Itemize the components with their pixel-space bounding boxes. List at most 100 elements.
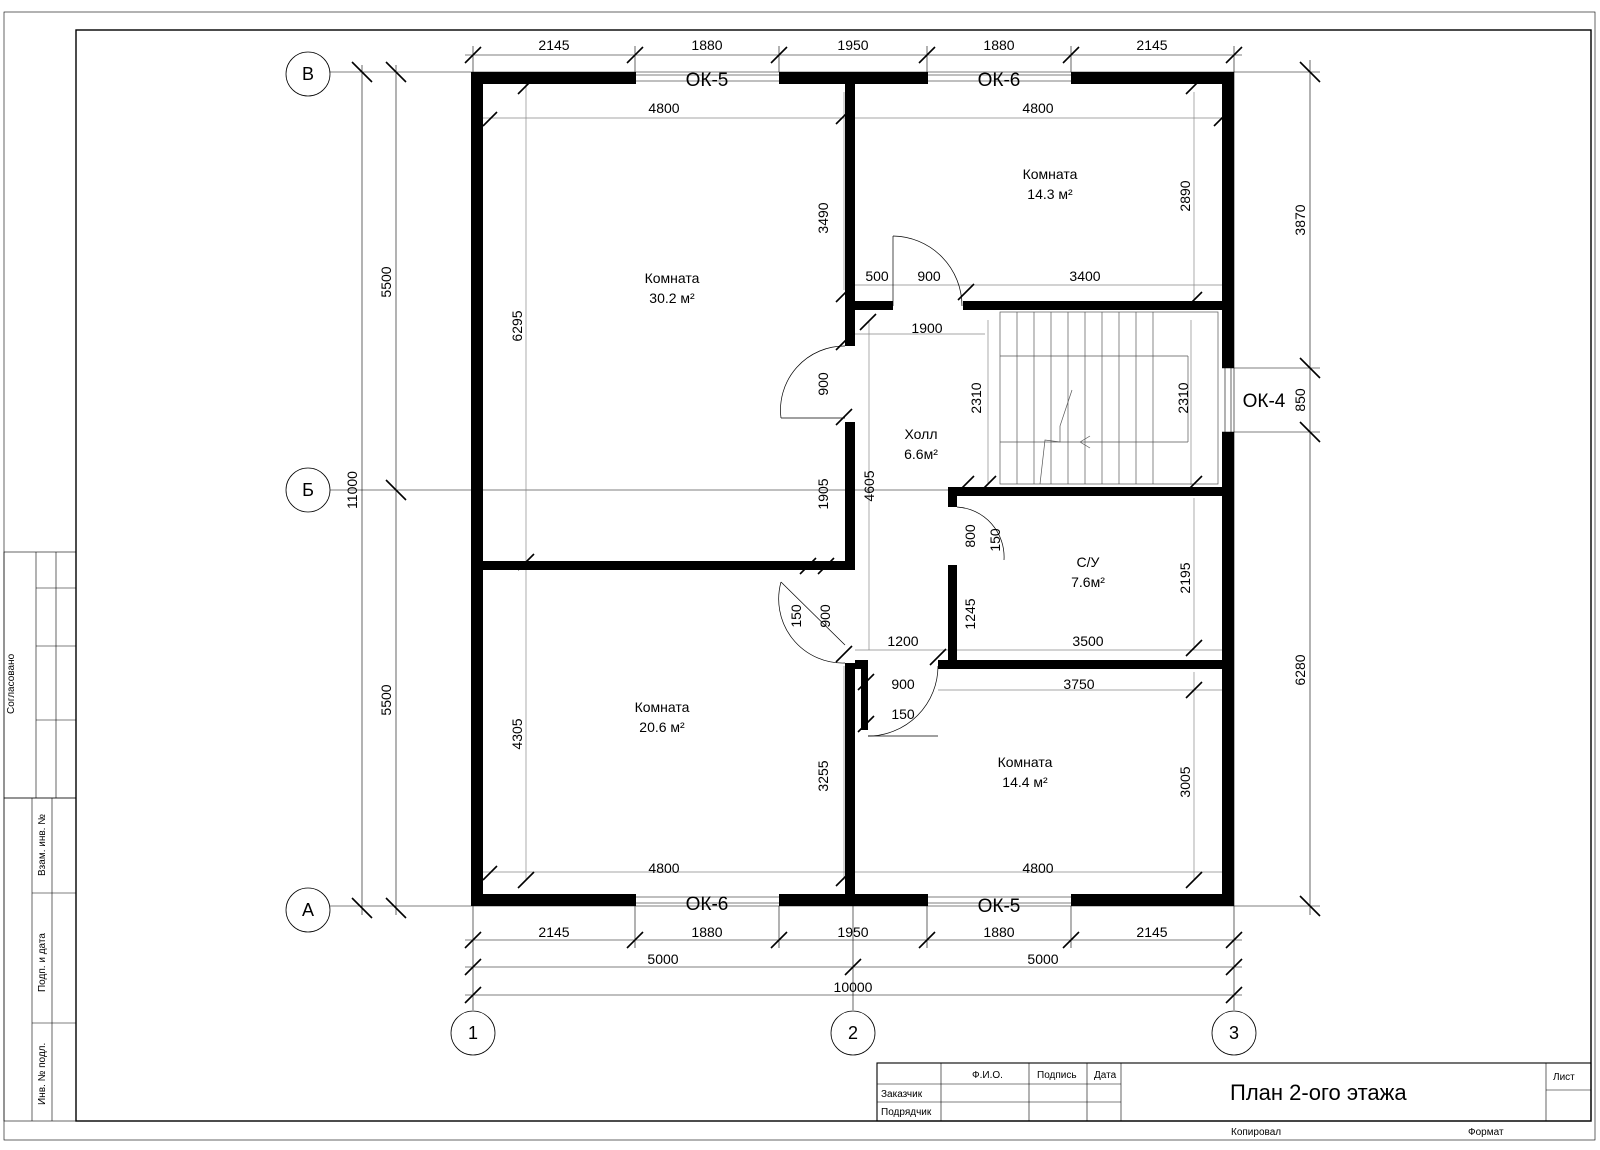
tb-contractor: Подрядчик <box>881 1107 932 1118</box>
dim-bottom-1: 2145 <box>538 924 569 940</box>
dim-door-br-150: 150 <box>891 706 915 722</box>
room-name-bathroom: С/У <box>1077 554 1100 570</box>
dim-tl-width: 4800 <box>648 100 679 116</box>
axis-markers: В Б А 1 2 3 <box>285 51 1257 1056</box>
wall-center-upper <box>845 84 855 346</box>
axis-circle-a <box>285 887 331 933</box>
axis-circle-b <box>285 467 331 513</box>
dim-bottom-half-2: 5000 <box>1027 951 1058 967</box>
tb-date: Дата <box>1094 1070 1117 1081</box>
dim-br-height: 3005 <box>1177 766 1193 797</box>
dim-hall-bottom: 1200 <box>887 633 918 649</box>
dim-right-2: 850 <box>1292 388 1308 412</box>
wall-left <box>471 72 483 906</box>
axis-label-b: Б <box>302 480 314 500</box>
wall-left-rooms <box>483 561 855 570</box>
dim-door-bl-150: 150 <box>788 604 804 628</box>
wall-br-top <box>938 660 1222 669</box>
dim-tr-3400: 3400 <box>1069 268 1100 284</box>
stamp-agreed-label: Согласовано <box>6 653 17 714</box>
axis-circle-3 <box>1211 1010 1257 1056</box>
drawing-title: План 2-ого этажа <box>1230 1080 1407 1105</box>
dim-top-1: 2145 <box>538 37 569 53</box>
dim-br-bottom: 4800 <box>1022 860 1053 876</box>
dim-left-lower: 5500 <box>378 684 394 715</box>
room-area-bathroom: 7.6м² <box>1071 574 1105 590</box>
side-stamp: Согласовано Взам. инв. № Подп. и дата Ин… <box>3 551 77 1122</box>
wall-center-lower <box>845 663 855 894</box>
dim-su-height: 2195 <box>1177 562 1193 593</box>
window-label-right: ОК-4 <box>1243 391 1286 412</box>
dim-tl-inner: 3490 <box>815 202 831 233</box>
dim-bl-inner: 3255 <box>815 760 831 791</box>
dim-bottom-4: 1880 <box>983 924 1014 940</box>
wall-br-jamb <box>861 660 868 730</box>
dim-top-5: 2145 <box>1136 37 1167 53</box>
window-label-bottom-right: ОК-5 <box>978 896 1021 917</box>
dimension-ticks <box>351 46 1321 1004</box>
wall-top-2 <box>779 72 928 84</box>
axis-label-2: 2 <box>848 1023 858 1043</box>
dim-right-3: 6280 <box>1292 654 1308 685</box>
dim-bl-height: 4305 <box>509 718 525 749</box>
doors <box>778 235 1005 737</box>
wall-center-mid <box>845 422 855 570</box>
room-name-hall: Холл <box>905 426 938 442</box>
room-area-bottom-left: 20.6 м² <box>639 719 685 735</box>
dim-left-upper: 5500 <box>378 266 394 297</box>
sheet-outer-border <box>3 11 1596 1141</box>
tb-format: Формат <box>1468 1127 1504 1138</box>
dim-door-br-900: 900 <box>891 676 915 692</box>
wall-su-top-stub <box>948 487 957 507</box>
axis-label-a: А <box>302 900 314 920</box>
axis-label-1: 1 <box>468 1023 478 1043</box>
axis-circle-2 <box>830 1010 876 1056</box>
interior-dimension-texts: 4800 6295 3490 4800 2890 500 900 3400 19… <box>509 100 1193 876</box>
dim-su-800: 800 <box>962 524 978 548</box>
dim-su-width: 3500 <box>1072 633 1103 649</box>
dim-hall-width: 1900 <box>911 320 942 336</box>
wall-tr-bottom <box>963 301 1222 310</box>
wall-top-3 <box>1071 72 1234 84</box>
axis-circle-1 <box>450 1010 496 1056</box>
axis-circle-v <box>285 51 331 97</box>
stamp-replace-label: Взам. инв. № <box>37 814 48 876</box>
walls <box>471 72 1234 906</box>
dim-right-1: 3870 <box>1292 204 1308 235</box>
dim-bottom-2: 1880 <box>691 924 722 940</box>
wall-right-upper <box>1222 72 1234 368</box>
room-area-big-bedroom: 30.2 м² <box>649 290 695 306</box>
dim-door-900: 900 <box>917 268 941 284</box>
dim-tl-height: 6295 <box>509 310 525 341</box>
room-name-bottom-right: Комната <box>998 754 1053 770</box>
dim-stair-h2: 2310 <box>1175 382 1191 413</box>
room-name-bottom-left: Комната <box>635 699 690 715</box>
wall-bottom-1 <box>471 894 636 906</box>
dim-door-tl: 900 <box>815 372 831 396</box>
axis-label-v: В <box>302 64 314 84</box>
dim-tr-height: 2890 <box>1177 180 1193 211</box>
window-label-top-left: ОК-5 <box>686 70 729 91</box>
dim-left-wall-seg: 1905 <box>815 478 831 509</box>
tb-customer: Заказчик <box>881 1089 923 1100</box>
room-area-bottom-right: 14.4 м² <box>1002 774 1048 790</box>
wall-bottom-3 <box>1071 894 1234 906</box>
dim-su-150: 150 <box>987 528 1003 552</box>
window-openings <box>636 74 1232 904</box>
dim-stair-h: 2310 <box>968 382 984 413</box>
dim-top-4: 1880 <box>983 37 1014 53</box>
wall-su-top <box>948 487 1222 496</box>
dim-bottom-half-1: 5000 <box>647 951 678 967</box>
dim-su-1245: 1245 <box>962 598 978 629</box>
room-area-hall: 6.6м² <box>904 446 938 462</box>
dim-top-2: 1880 <box>691 37 722 53</box>
dim-br-width: 3750 <box>1063 676 1094 692</box>
wall-tr-stub <box>845 301 893 310</box>
dim-hall-height: 4605 <box>861 470 877 501</box>
dim-bottom-5: 2145 <box>1136 924 1167 940</box>
window-label-top-right: ОК-6 <box>978 70 1021 91</box>
interior-ticks <box>482 77 1229 889</box>
room-name-big-bedroom: Комната <box>645 270 700 286</box>
dim-bottom-total: 10000 <box>834 979 873 995</box>
